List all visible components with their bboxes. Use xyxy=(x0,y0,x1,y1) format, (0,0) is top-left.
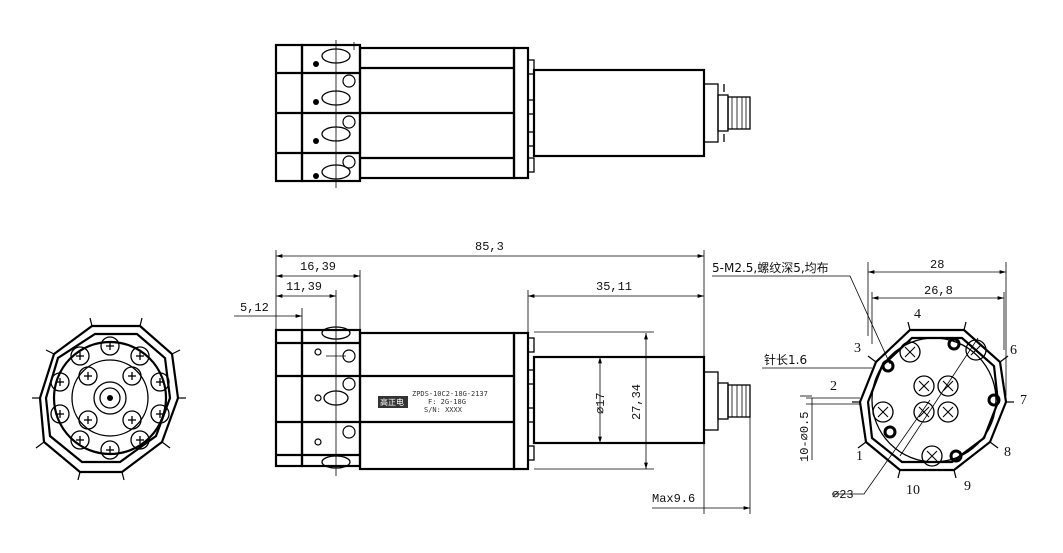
brand-logo xyxy=(378,396,408,408)
thread-note: 5-M2.5,螺纹深5,均布 xyxy=(712,261,829,275)
label-frequency: F: 2G-18G xyxy=(428,398,466,406)
dim-width-26-8: 26,8 xyxy=(924,284,953,298)
dim-dia-23: ⌀23 xyxy=(832,488,854,502)
pin-label-9: 9 xyxy=(964,479,971,494)
dim-5-12: 5,12 xyxy=(240,301,269,315)
pin-length-note: 针长1.6 xyxy=(764,352,807,367)
dim-dia-17: ⌀17 xyxy=(594,392,608,414)
left-end-view xyxy=(32,317,186,481)
dim-16-39: 16,39 xyxy=(300,260,336,274)
pin-label-10: 10 xyxy=(906,483,920,498)
pin-label-3: 3 xyxy=(854,341,861,356)
front-dimensions: 85,3 16,39 11,39 5,12 35,11 ⌀17 27,34 Ma… xyxy=(234,240,751,514)
brand-logo-text: 高正电 xyxy=(380,397,404,407)
dim-pin-dia: 10-⌀0.5 xyxy=(798,412,812,462)
dim-27-34: 27,34 xyxy=(630,384,644,420)
dim-max-9-6: Max9.6 xyxy=(652,492,695,506)
dim-overall-length: 85,3 xyxy=(475,240,504,254)
label-serial: S/N: XXXX xyxy=(424,406,463,414)
dim-11-39: 11,39 xyxy=(286,280,322,294)
body-label: 高正电 ZPDS-10C2-18G-2137 F: 2G-18G S/N: XX… xyxy=(378,390,488,414)
pin-label-1: 1 xyxy=(856,449,863,464)
label-model: ZPDS-10C2-18G-2137 xyxy=(412,390,488,398)
pin-label-6: 6 xyxy=(1010,343,1017,358)
front-view xyxy=(274,322,751,476)
pin-label-7: 7 xyxy=(1020,393,1027,408)
dim-width-28: 28 xyxy=(930,258,944,272)
pin-label-4: 4 xyxy=(914,307,921,322)
right-end-view: 28 26,8 5-M2.5,螺纹深5,均布 针长1.6 10-⌀0.5 ⌀23… xyxy=(712,258,1027,502)
pin-label-8: 8 xyxy=(1004,445,1011,460)
dim-35-11: 35,11 xyxy=(596,280,632,294)
pin-label-2: 2 xyxy=(830,379,837,394)
top-view xyxy=(274,40,751,188)
